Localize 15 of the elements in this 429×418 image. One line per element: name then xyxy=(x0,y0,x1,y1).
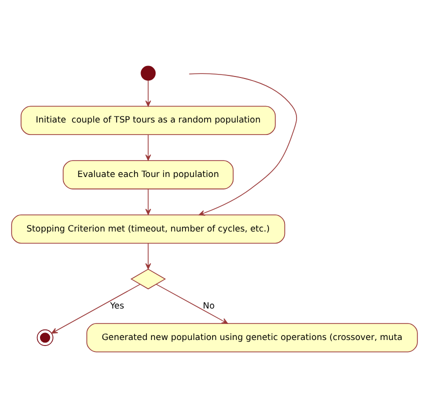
arrow xyxy=(145,188,152,215)
node-box: Evaluate each Tour in population xyxy=(62,160,234,190)
arrow xyxy=(145,134,152,161)
arrow xyxy=(156,284,228,324)
arrow xyxy=(51,284,140,334)
node-circle xyxy=(36,329,54,346)
edge-label: Yes xyxy=(110,301,124,312)
edge-label: No xyxy=(202,301,215,312)
arrow xyxy=(145,80,152,107)
node-diamond xyxy=(130,268,166,290)
node-circle xyxy=(140,66,156,81)
arrow xyxy=(145,242,152,270)
node-box: Initiate couple of TSP tours as a random population xyxy=(20,106,276,136)
node-box: Generated new population using genetic operations (crossover, muta xyxy=(86,323,418,352)
node-box: Stopping Criterion met (timeout, number of cycles, etc.) xyxy=(11,214,286,244)
